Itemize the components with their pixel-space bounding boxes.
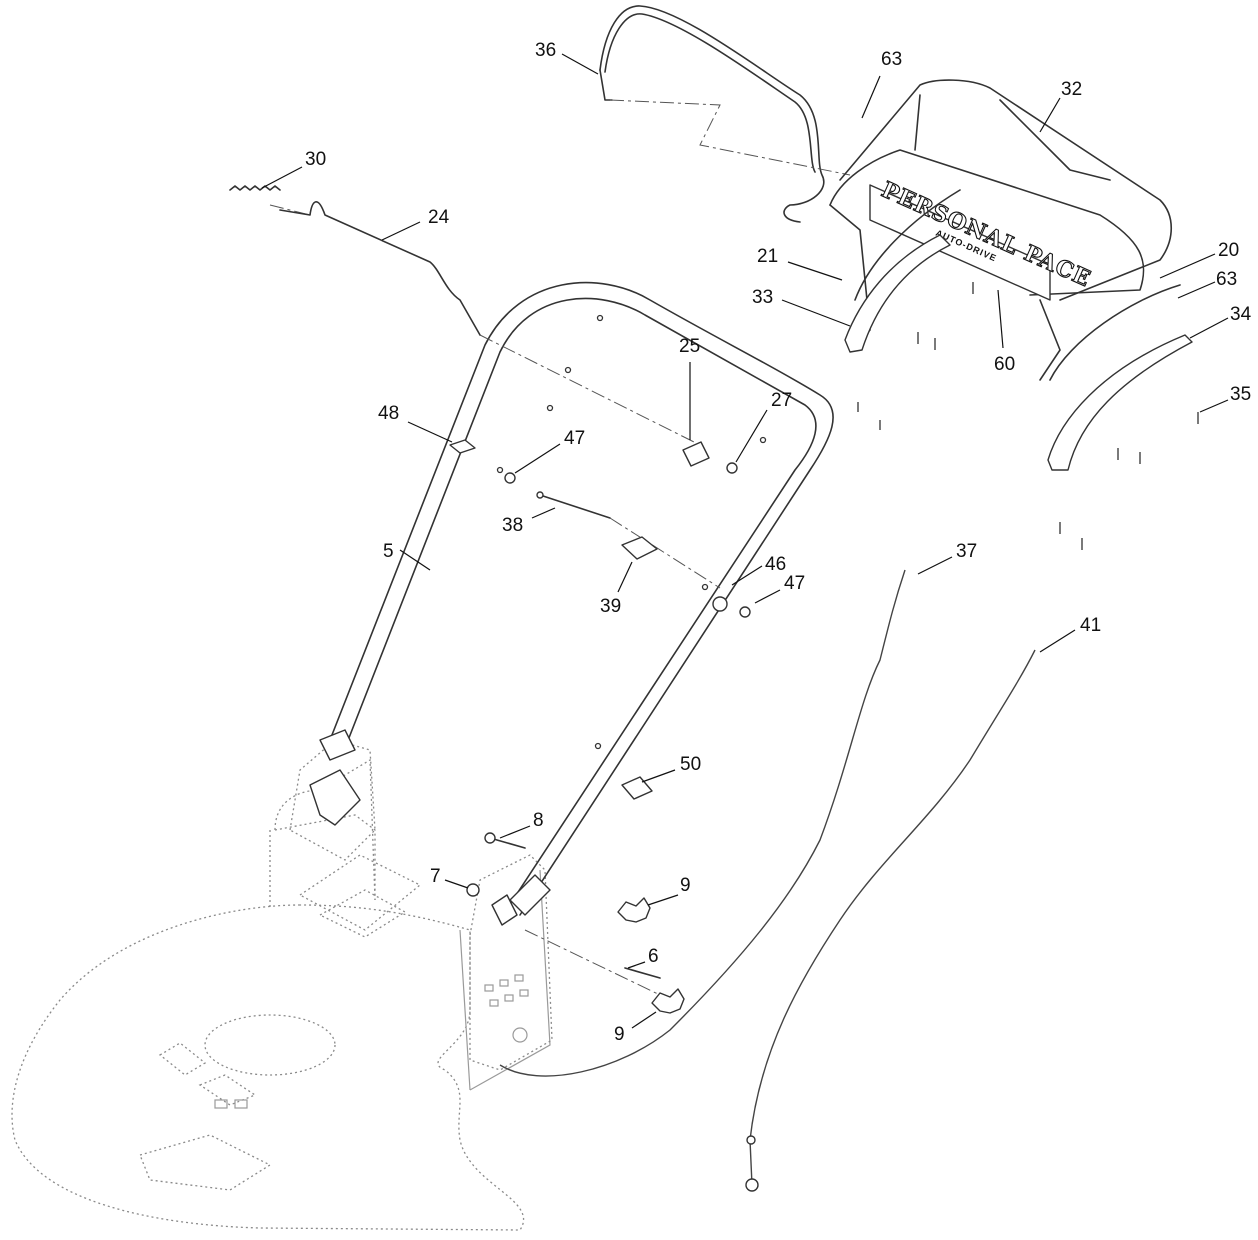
callout-6: 6 [648,946,659,967]
small-parts [229,185,1199,1014]
callout-47: 47 [784,573,805,594]
callout-24: 24 [428,207,450,228]
callout-46: 46 [765,554,786,575]
bail-36 [599,5,851,223]
cables [499,569,1036,1192]
callout-36: 36 [535,40,556,61]
callout-8: 8 [533,810,544,831]
callout-48: 48 [378,403,399,424]
callout-41: 41 [1080,615,1101,636]
callout-47: 47 [564,428,585,449]
upper-handle-32: PERSONAL PACE AUTO-DRIVE [829,79,1193,471]
callout-34: 34 [1230,304,1252,325]
callout-33: 33 [752,287,773,308]
callout-5: 5 [383,541,394,562]
callout-20: 20 [1218,240,1239,261]
callout-9: 9 [680,875,691,896]
callouts: 36 63 32 30 24 21 20 63 33 34 60 25 27 3… [261,40,1252,1045]
mower-deck [11,739,553,1231]
lower-handle [309,281,834,926]
callout-39: 39 [600,596,621,617]
callout-25: 25 [679,336,700,357]
callout-63: 63 [1216,269,1237,290]
callout-35: 35 [1230,384,1251,405]
callout-63: 63 [881,49,902,70]
callout-38: 38 [502,515,523,536]
callout-7: 7 [430,866,441,887]
callout-27: 27 [771,390,792,411]
callout-9: 9 [614,1024,625,1045]
callout-60: 60 [994,354,1015,375]
callout-21: 21 [757,246,778,267]
callout-37: 37 [956,541,977,562]
callout-32: 32 [1061,79,1082,100]
callout-50: 50 [680,754,701,775]
callout-30: 30 [305,149,326,170]
